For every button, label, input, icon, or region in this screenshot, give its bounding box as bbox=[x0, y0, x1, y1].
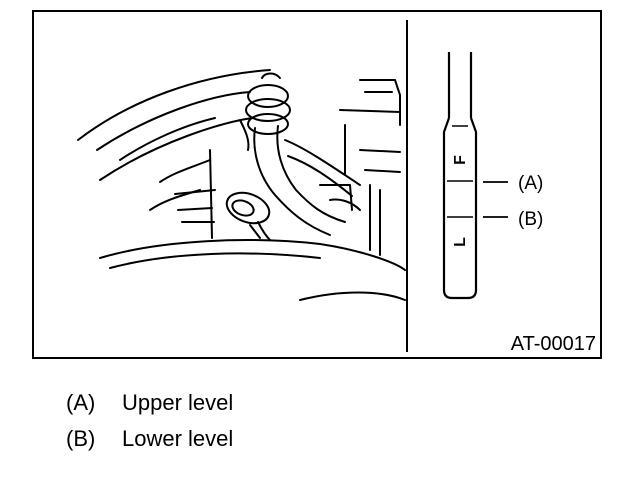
legend-key-a: (A) bbox=[66, 390, 96, 415]
callout-b: (B) bbox=[518, 209, 543, 230]
legend-key-b: (B) bbox=[66, 426, 96, 451]
figure-id: AT-00017 bbox=[511, 333, 596, 355]
legend-item-b: (B) Lower level bbox=[66, 426, 233, 452]
legend-label-a: Upper level bbox=[122, 390, 234, 415]
engine-compartment-drawing bbox=[77, 69, 406, 301]
low-mark: L bbox=[452, 237, 469, 247]
legend-item-a: (A) Upper level bbox=[66, 390, 233, 416]
legend-label-b: Lower level bbox=[122, 426, 234, 451]
dipstick-closeup bbox=[442, 52, 508, 300]
figure-frame bbox=[32, 10, 602, 359]
callout-a: (A) bbox=[518, 173, 543, 194]
full-mark: F bbox=[452, 155, 469, 165]
